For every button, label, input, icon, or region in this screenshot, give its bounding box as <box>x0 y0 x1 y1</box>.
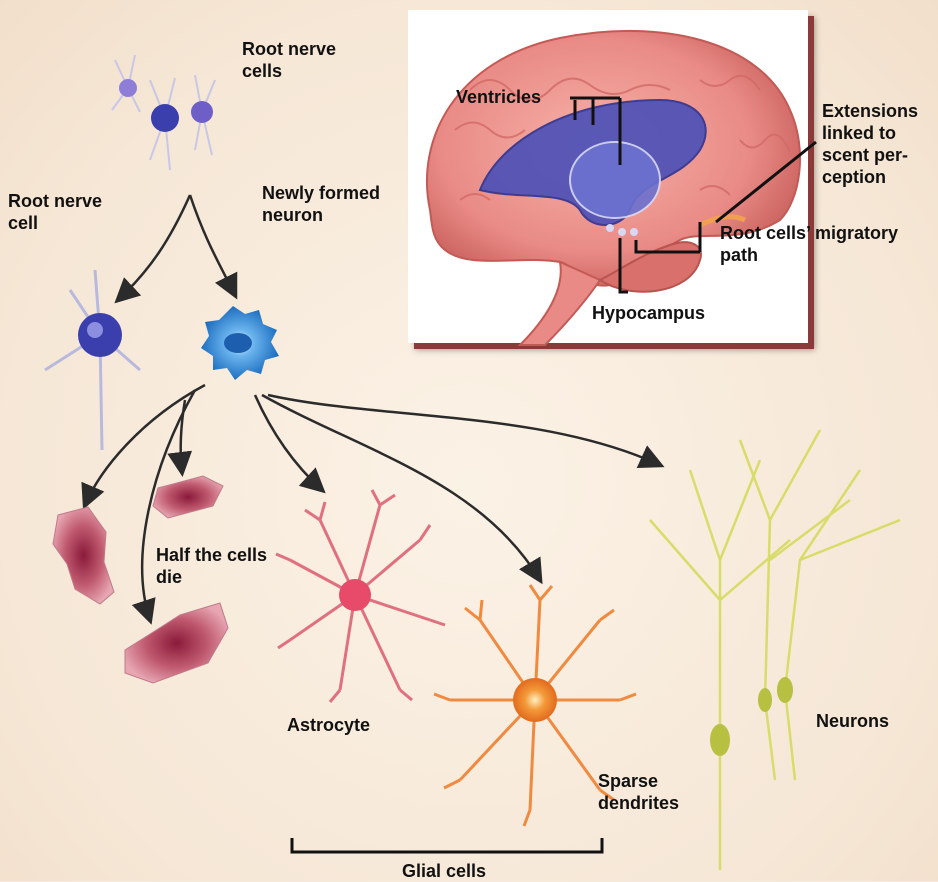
label-newly-formed-neuron: Newly formed neuron <box>262 182 402 226</box>
label-ventricles: Ventricles <box>456 86 566 108</box>
label-half-cells-die: Half the cells die <box>156 544 286 588</box>
label-root-nerve-cell: Root nerve cell <box>8 190 128 234</box>
label-extensions-scent: Extensions linked to scent per-ception <box>822 100 934 188</box>
brain-illustration <box>427 31 800 345</box>
label-root-cells-migratory-path: Root cells’ migratory path <box>720 222 930 266</box>
root-nerve-cells-cluster <box>112 55 215 170</box>
newly-formed-neuron-cell <box>201 306 279 380</box>
label-astrocyte: Astrocyte <box>287 714 407 736</box>
label-sparse-dendrites: Sparse dendrites <box>598 770 708 814</box>
root-nerve-cell-left <box>45 270 140 450</box>
label-root-nerve-cells: Root nerve cells <box>242 38 362 82</box>
label-neurons: Neurons <box>816 710 926 732</box>
astrocyte-cell <box>276 490 445 702</box>
label-glial-cells: Glial cells <box>402 860 542 882</box>
label-hypocampus: Hypocampus <box>592 302 732 324</box>
glial-cells-bracket <box>292 838 602 852</box>
